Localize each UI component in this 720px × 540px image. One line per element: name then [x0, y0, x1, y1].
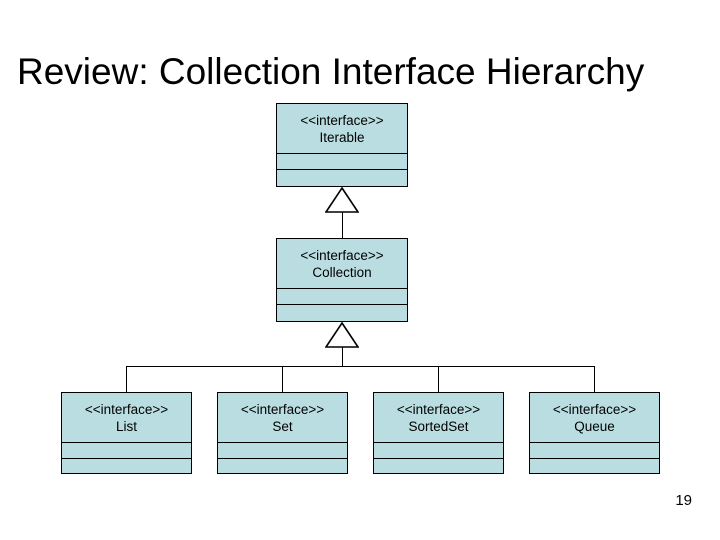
uml-class-name: List	[115, 419, 137, 434]
uml-attributes-compartment	[374, 443, 503, 459]
generalization-arrowhead-to-iterable	[325, 187, 359, 213]
uml-class-header: <<interface>> SortedSet	[374, 393, 503, 443]
uml-class-header: <<interface>> List	[62, 393, 191, 443]
uml-attributes-compartment	[530, 443, 659, 459]
uml-attributes-compartment	[218, 443, 347, 459]
uml-class-name: Collection	[312, 265, 372, 280]
generalization-drop-line-sortedset	[438, 366, 439, 392]
uml-class-name: Set	[272, 419, 293, 434]
uml-stereotype: <<interface>>	[84, 402, 169, 417]
uml-class-iterable[interactable]: <<interface>> Iterable	[276, 103, 408, 187]
uml-stereotype: <<interface>>	[552, 402, 637, 417]
uml-operations-compartment	[277, 170, 407, 185]
uml-stereotype: <<interface>>	[300, 248, 384, 263]
uml-class-header: <<interface>> Set	[218, 393, 347, 443]
uml-class-collection[interactable]: <<interface>> Collection	[276, 238, 408, 322]
uml-class-name: Queue	[574, 419, 615, 434]
uml-stereotype: <<interface>>	[300, 113, 384, 128]
uml-operations-compartment	[374, 459, 503, 474]
uml-class-sortedset[interactable]: <<interface>> SortedSet	[373, 392, 504, 474]
uml-attributes-compartment	[277, 289, 407, 305]
uml-stereotype: <<interface>>	[396, 402, 481, 417]
uml-operations-compartment	[218, 459, 347, 474]
generalization-arrowhead-to-collection	[325, 322, 359, 348]
generalization-drop-line-queue	[594, 366, 595, 392]
uml-operations-compartment	[277, 305, 407, 320]
generalization-bus-line	[126, 366, 594, 367]
uml-class-header: <<interface>> Collection	[277, 239, 407, 289]
uml-class-list[interactable]: <<interface>> List	[61, 392, 192, 474]
uml-operations-compartment	[530, 459, 659, 474]
page-number: 19	[675, 492, 692, 509]
page-title: Review: Collection Interface Hierarchy	[17, 51, 645, 92]
uml-attributes-compartment	[62, 443, 191, 459]
generalization-drop-line-list	[126, 366, 127, 392]
uml-class-header: <<interface>> Iterable	[277, 104, 407, 154]
generalization-line-collection-iterable	[342, 212, 343, 238]
uml-class-set[interactable]: <<interface>> Set	[217, 392, 348, 474]
uml-stereotype: <<interface>>	[240, 402, 325, 417]
uml-attributes-compartment	[277, 154, 407, 170]
uml-class-queue[interactable]: <<interface>> Queue	[529, 392, 660, 474]
generalization-drop-line-set	[282, 366, 283, 392]
uml-class-name: SortedSet	[408, 419, 469, 434]
uml-operations-compartment	[62, 459, 191, 474]
uml-class-name: Iterable	[319, 130, 365, 145]
uml-class-header: <<interface>> Queue	[530, 393, 659, 443]
generalization-stem-collection	[342, 347, 343, 367]
